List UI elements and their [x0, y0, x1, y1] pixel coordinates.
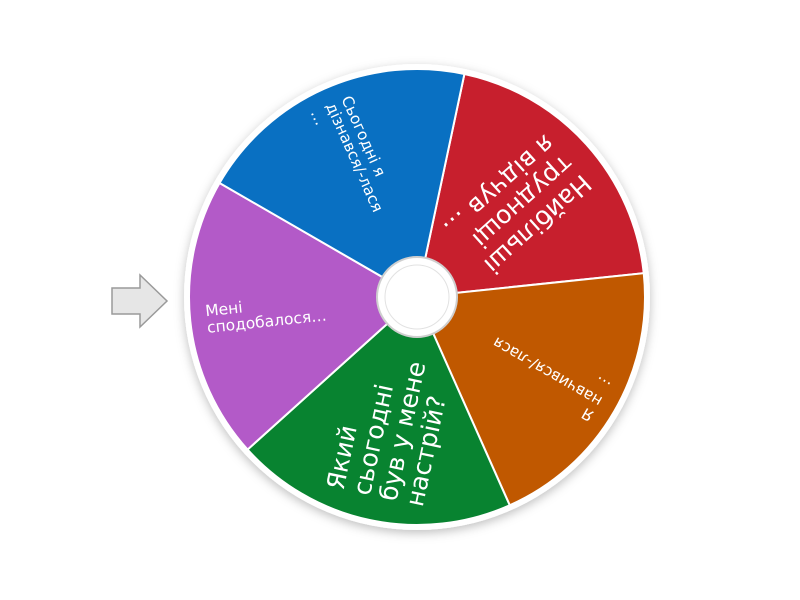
wheel-segment: Якийсьогоднібув у мененастрій?	[246, 295, 512, 526]
segment-slice	[218, 68, 466, 299]
wheel-segment: Янавчився/-лася…	[415, 272, 646, 507]
wheel-segment: Сьогодні ядізнався/-лася…	[218, 68, 466, 299]
wheel-segment: Найбільшітруднощія відчув …	[415, 72, 645, 299]
segment-slice	[188, 181, 419, 451]
wheel-segments: Найбільшітруднощія відчув …Янавчився/-ла…	[188, 68, 646, 526]
pointer-arrow-icon	[111, 273, 169, 329]
wheel-segment: Менісподобалося…	[188, 181, 419, 451]
segment-slice	[415, 272, 646, 507]
segment-label: Якийсьогоднібув у мененастрій?	[321, 348, 458, 509]
segment-label-line: …	[307, 107, 330, 128]
segment-slice	[415, 72, 645, 299]
segment-slice	[246, 295, 512, 526]
wheel-hub[interactable]	[376, 256, 458, 338]
segment-label-line: Мені	[204, 298, 243, 320]
